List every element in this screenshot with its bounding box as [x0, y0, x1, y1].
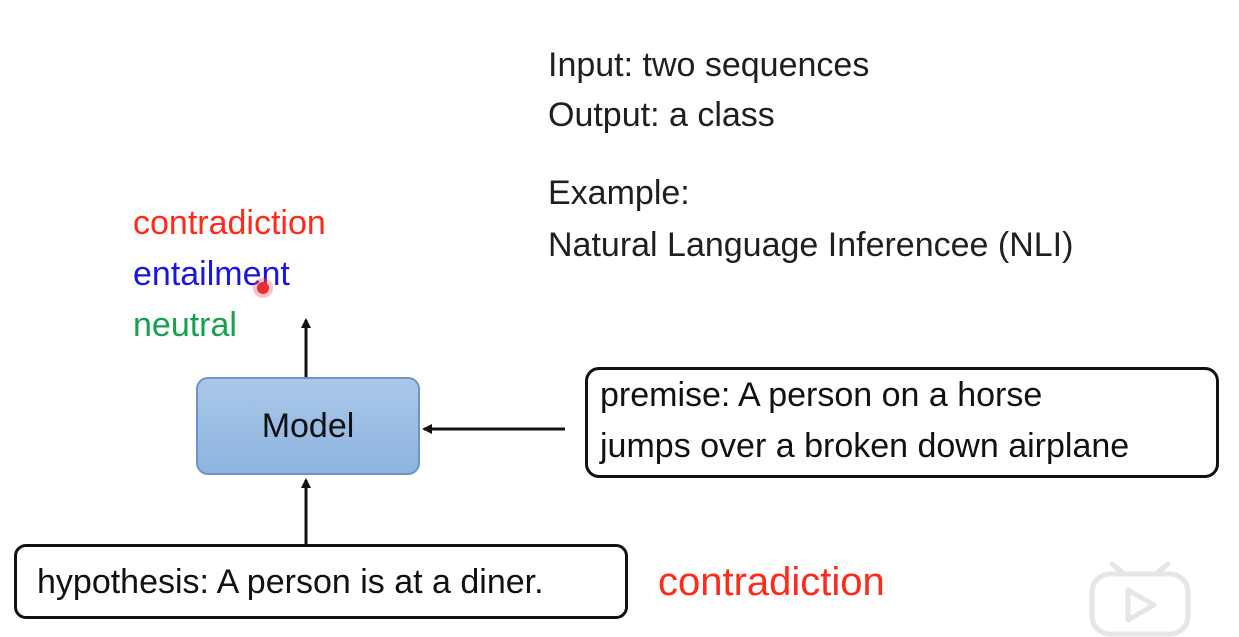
example-label: Example:	[548, 174, 690, 212]
model-label: Model	[261, 407, 355, 445]
cursor-dot	[257, 282, 269, 294]
result-label: contradiction	[658, 560, 885, 604]
class-label-contradiction: contradiction	[133, 204, 326, 242]
output-description: Output: a class	[548, 96, 775, 134]
example-value: Natural Language Inferencee (NLI)	[548, 226, 1074, 264]
hypothesis-text: hypothesis: A person is at a diner.	[37, 562, 544, 601]
premise-line-1: premise: A person on a horse	[600, 376, 1043, 414]
premise-box: premise: A person on a horse jumps over …	[585, 367, 1219, 478]
model-box: Model	[196, 377, 420, 475]
class-label-neutral: neutral	[133, 306, 237, 344]
hypothesis-box: hypothesis: A person is at a diner.	[14, 544, 628, 619]
play-button-icon[interactable]	[1088, 562, 1192, 637]
premise-line-2: jumps over a broken down airplane	[600, 427, 1130, 465]
input-description: Input: two sequences	[548, 46, 870, 84]
